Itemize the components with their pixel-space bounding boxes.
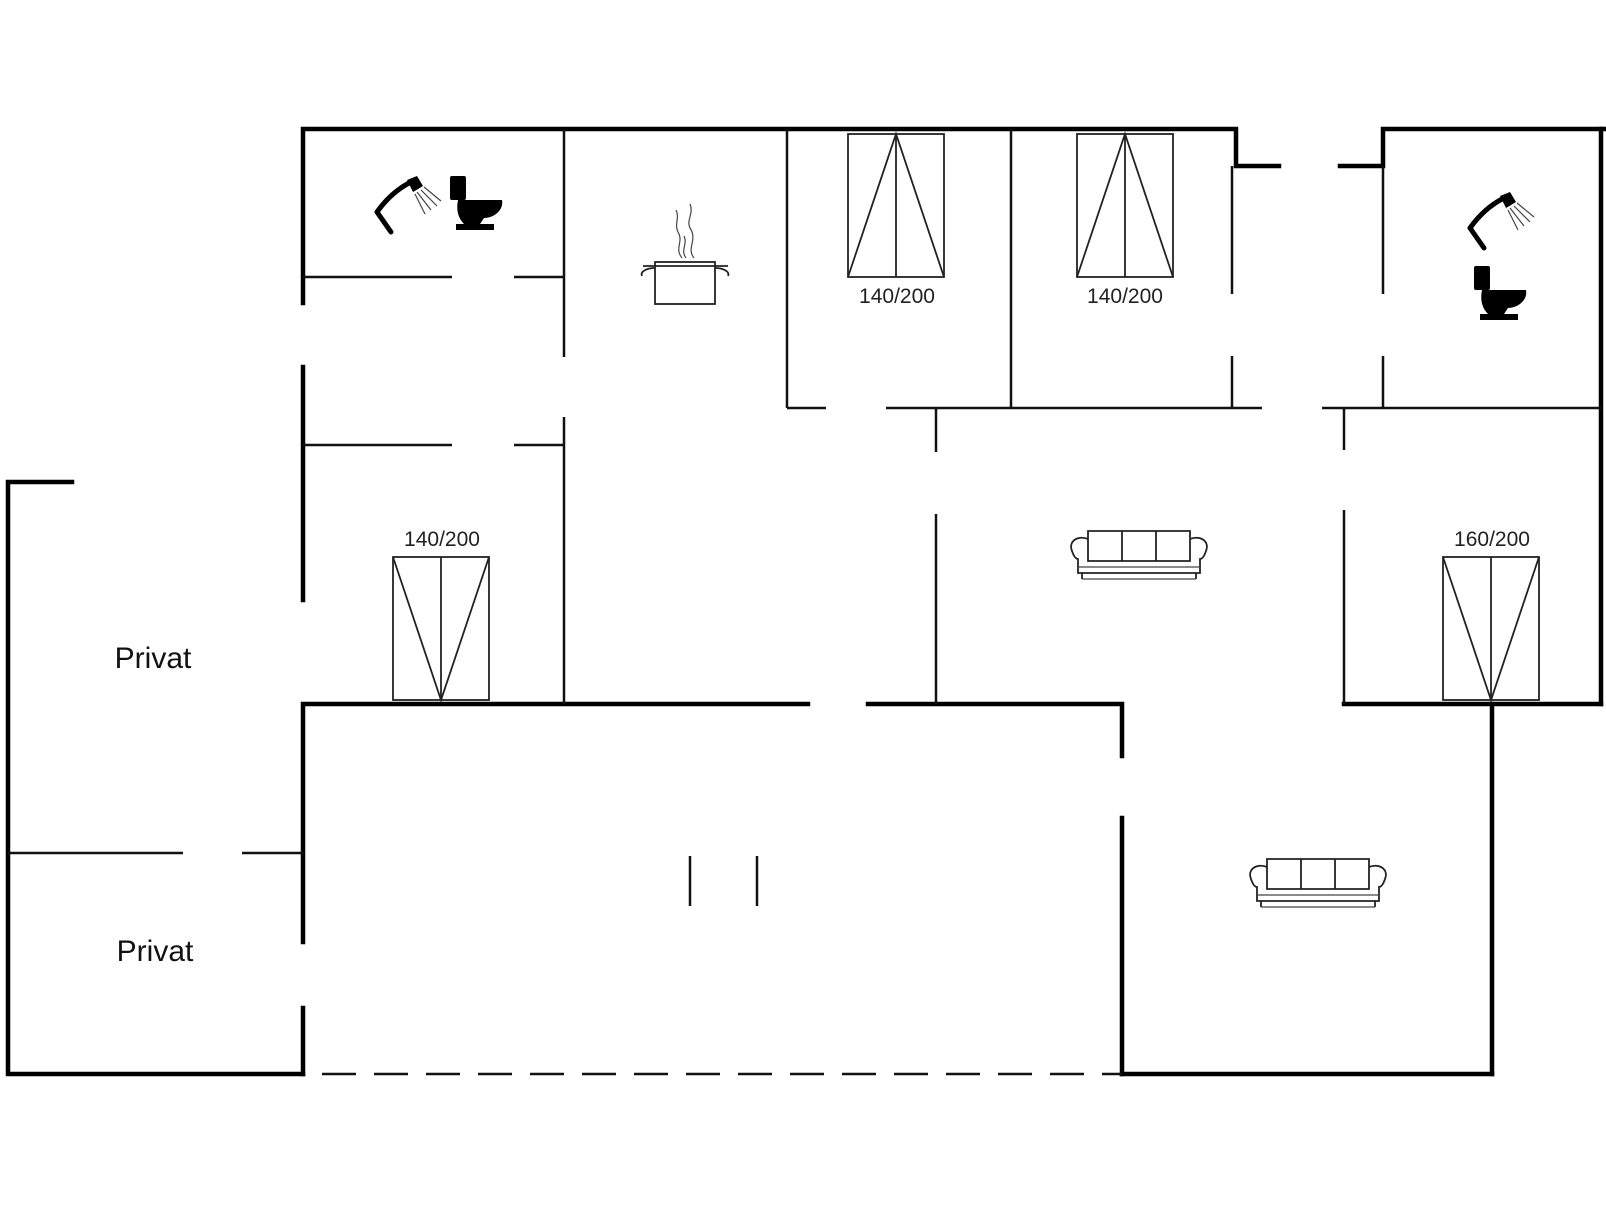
partition-walls: [8, 129, 1601, 906]
bed-right: 160/200: [1442, 528, 1540, 701]
shower-icon: [377, 176, 441, 232]
bed-size-label: 140/200: [859, 285, 935, 308]
bed-top-1: 140/200: [847, 133, 945, 308]
outer-walls: [5, 126, 1606, 1077]
cooking-pot-icon: [640, 203, 730, 305]
bed-size-label: 140/200: [1087, 285, 1163, 308]
shower-icon: [1470, 192, 1534, 248]
sofa-icon: [1249, 858, 1387, 908]
toilet-icon: [1474, 266, 1527, 320]
toilet-icon: [450, 176, 503, 230]
bed-top-2: 140/200: [1076, 133, 1174, 308]
bed-size-label: 160/200: [1454, 528, 1530, 551]
bed-size-label: 140/200: [404, 528, 480, 551]
room-label-private-top: Privat: [115, 642, 192, 675]
bed-left: 140/200: [392, 528, 490, 701]
room-label-private-bottom: Privat: [117, 935, 194, 968]
sofa-icon: [1070, 530, 1208, 580]
